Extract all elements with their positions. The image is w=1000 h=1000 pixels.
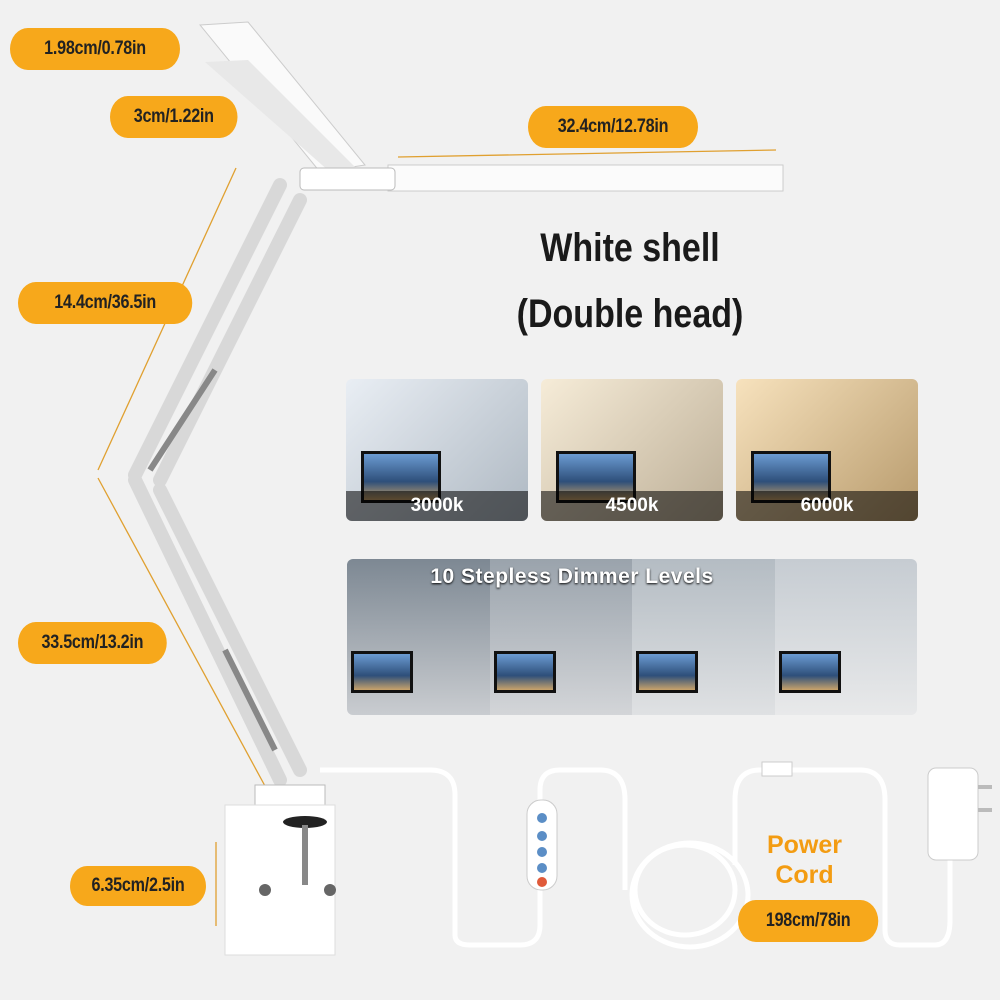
lamp-arms xyxy=(128,178,307,787)
power-adapter xyxy=(761,761,992,861)
color-temp-photo-3000k: 3000k xyxy=(346,379,528,521)
dimmer-levels-photo: 10 Stepless Dimmer Levels xyxy=(347,559,917,715)
dimension-label-head-width: 3cm/1.22in xyxy=(110,96,238,138)
dimension-label-head-length: 32.4cm/12.78in xyxy=(528,106,698,148)
dimension-label-cord: 198cm/78in xyxy=(738,900,879,942)
dimension-label-head-height: 1.98cm/0.78in xyxy=(10,28,180,70)
dimmer-switch xyxy=(526,799,558,891)
dimmer-title: 10 Stepless Dimmer Levels xyxy=(430,565,714,588)
heading-line2: (Double head) xyxy=(516,292,744,336)
power-cord-label-line2: Cord xyxy=(775,861,834,889)
dimension-label-clamp: 6.35cm/2.5in xyxy=(70,866,206,906)
dimension-label-upper-arm: 14.4cm/36.5in xyxy=(18,282,193,324)
color-temp-photo-6000k: 6000k xyxy=(736,379,918,521)
power-cord-label: Power Cord xyxy=(752,830,857,890)
color-temp-label: 6000k xyxy=(736,491,918,521)
heading-line1: White shell xyxy=(540,226,720,270)
color-temp-label: 3000k xyxy=(346,491,528,521)
power-cord xyxy=(320,767,953,950)
lamp-heads xyxy=(198,21,784,192)
power-cord-label-line1: Power xyxy=(766,831,843,859)
dimension-label-lower-arm: 33.5cm/13.2in xyxy=(18,622,167,664)
clamp xyxy=(224,784,336,956)
color-temp-label: 4500k xyxy=(541,491,723,521)
color-temp-photo-4500k: 4500k xyxy=(541,379,723,521)
springs xyxy=(147,368,278,752)
